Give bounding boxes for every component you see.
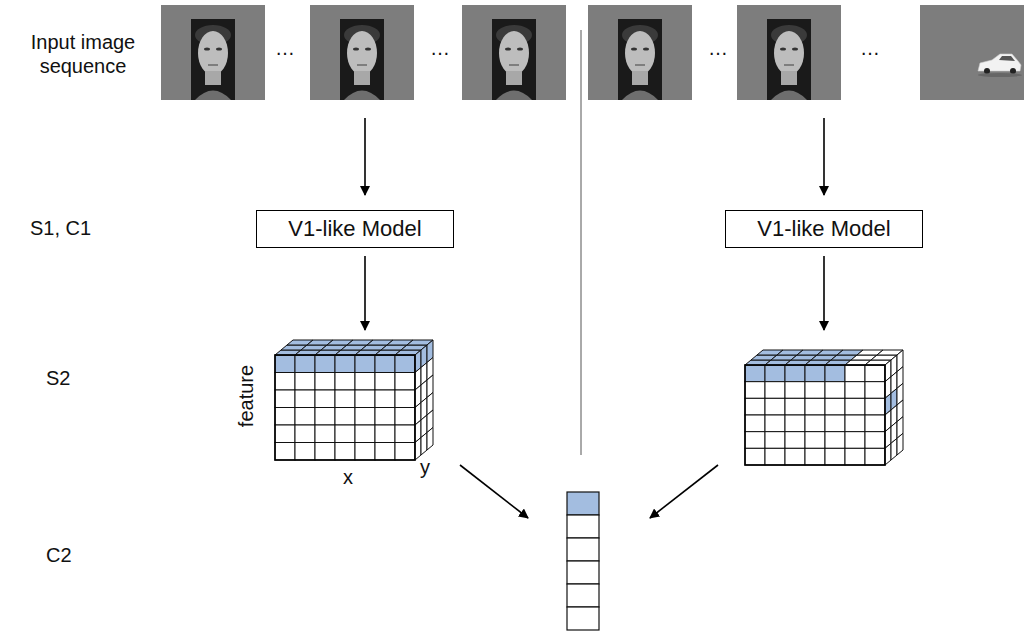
face-image [462,5,566,100]
c2-cell [567,538,599,561]
c2-cell [567,515,599,538]
feature-cube [275,340,433,460]
process-box: V1-like Model [725,210,923,248]
row-label: C2 [46,543,72,567]
c2-cell [567,584,599,607]
ellipsis: … [275,36,295,60]
c2-cell [567,492,599,515]
axis-label: y [420,455,430,479]
ellipsis: … [860,36,880,60]
flow-arrow [364,256,366,330]
face-image [588,5,692,100]
face-image [310,5,414,100]
ellipsis: … [430,36,450,60]
row-label: Input image sequence [8,30,158,78]
box-label: V1-like Model [288,216,421,242]
flow-arrow [823,118,825,195]
flow-arrow [823,256,825,330]
flow-arrow [650,465,718,518]
face-image [737,5,841,100]
feature-cube [745,350,903,465]
box-label: V1-like Model [757,216,890,242]
face-image [161,5,265,100]
divider-line [581,30,582,455]
c2-cell [567,607,599,630]
row-label: S2 [46,366,70,390]
axis-label: x [343,465,353,489]
ellipsis: … [708,36,728,60]
flow-arrow [364,118,366,195]
row-label: S1, C1 [30,216,91,240]
flow-arrow [460,465,528,518]
process-box: V1-like Model [256,210,454,248]
axis-label: feature [234,365,258,427]
c2-cell [567,561,599,584]
car-image [920,5,1024,100]
